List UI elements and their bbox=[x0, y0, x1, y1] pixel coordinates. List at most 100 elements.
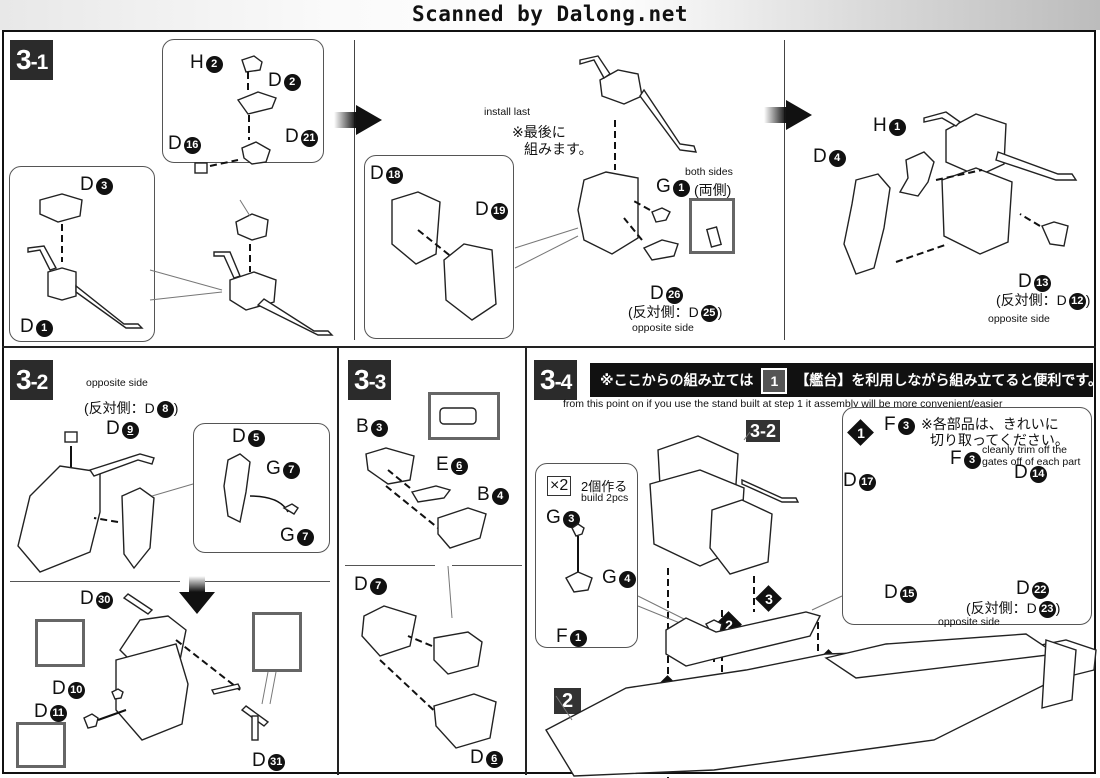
note-install-last-jp-1: ※最後に bbox=[512, 124, 566, 140]
part-f1-shape bbox=[565, 571, 593, 593]
arrow-tail bbox=[334, 112, 356, 128]
part-g7-shape bbox=[282, 503, 299, 515]
down-arrow-tail bbox=[189, 576, 205, 592]
part-d6-shape bbox=[433, 693, 497, 749]
divider-33a bbox=[345, 565, 435, 566]
part-d4-shape bbox=[843, 173, 891, 275]
next-arrow-icon-2 bbox=[786, 100, 812, 130]
part-e6-shape bbox=[410, 485, 452, 503]
e6-inset-shape bbox=[439, 407, 477, 425]
part-d16-shape bbox=[194, 162, 208, 174]
divider-33b bbox=[452, 565, 522, 566]
arrow-tail-2 bbox=[764, 107, 786, 123]
note-opposite-side-en: opposite side bbox=[632, 322, 694, 334]
x2-jp: 2個作る bbox=[581, 479, 628, 494]
part-d1-shape bbox=[47, 267, 77, 301]
col-divider-2 bbox=[525, 347, 527, 775]
step-3-1c-illustration bbox=[843, 111, 1078, 275]
stand-top-2 bbox=[945, 113, 1007, 177]
callout-stand-assembly bbox=[9, 166, 155, 342]
part-g3-shape bbox=[571, 523, 585, 537]
part-d7-shape bbox=[361, 605, 417, 657]
part-d9-shape bbox=[64, 431, 78, 443]
inset-e6-detail bbox=[428, 392, 500, 440]
part-h2-shape bbox=[241, 55, 263, 73]
note-install-last-en: install last bbox=[484, 106, 531, 118]
inset-d11-detail bbox=[16, 722, 66, 768]
step-ref-box: 1 bbox=[761, 368, 788, 395]
callout-deck-assembly bbox=[842, 407, 1092, 625]
assembled-body-shape-3 bbox=[17, 465, 101, 573]
part-d10-shape bbox=[111, 688, 124, 700]
step-badge-3-3: 3-3 bbox=[348, 360, 392, 400]
trim-note-jp-1: ※各部品は、きれいに bbox=[921, 416, 1059, 432]
order-marker-3: 3 bbox=[755, 585, 782, 612]
part-d18-shape bbox=[391, 191, 441, 265]
ship-hull-shape bbox=[545, 639, 1097, 777]
step-3-3-illustration bbox=[361, 407, 497, 749]
part-d3-shape bbox=[39, 193, 83, 223]
row-divider bbox=[2, 346, 1096, 348]
step-badge-3-4: 3-4 bbox=[534, 360, 578, 400]
scan-header bbox=[0, 0, 1100, 30]
assembled-body-shape-2 bbox=[941, 167, 1013, 255]
note-opposite-side-en-2: opposite side bbox=[988, 313, 1050, 325]
divider-31a bbox=[354, 40, 355, 340]
step-badge-3-1: 3-1 bbox=[10, 40, 54, 80]
ref-stand-2: 2 bbox=[554, 688, 582, 714]
missile-block-shape bbox=[709, 499, 773, 575]
step-3-2-illustration-top bbox=[17, 431, 299, 573]
inset-d10-detail bbox=[35, 619, 85, 667]
part-d11-shape bbox=[83, 713, 99, 729]
note-opposite-side-en-4: opposite side bbox=[938, 616, 1000, 628]
note-both-sides-en: both sides bbox=[685, 166, 733, 178]
x2-badge: ×2 bbox=[547, 476, 572, 496]
part-d21-shape bbox=[241, 141, 271, 165]
divider-31b bbox=[784, 40, 785, 340]
note-opposite-side-en-3: opposite side bbox=[86, 377, 148, 389]
part-b3-shape bbox=[365, 447, 415, 485]
step-3-2-illustration-bottom bbox=[83, 593, 277, 741]
part-d2-shape bbox=[236, 91, 277, 115]
order-marker-1: 1 bbox=[847, 419, 874, 446]
deck-piece-shape bbox=[665, 611, 822, 667]
part-d30-shape bbox=[122, 593, 154, 615]
header-title: Scanned by Dalong.net bbox=[411, 2, 688, 26]
part-d5-assembly-shape bbox=[121, 487, 155, 570]
note-install-last-jp-2: 組みます。 bbox=[524, 141, 593, 157]
trim-note-en-1: cleanly trim off the bbox=[982, 444, 1068, 456]
b3-b4-assembled-shape bbox=[433, 631, 483, 675]
